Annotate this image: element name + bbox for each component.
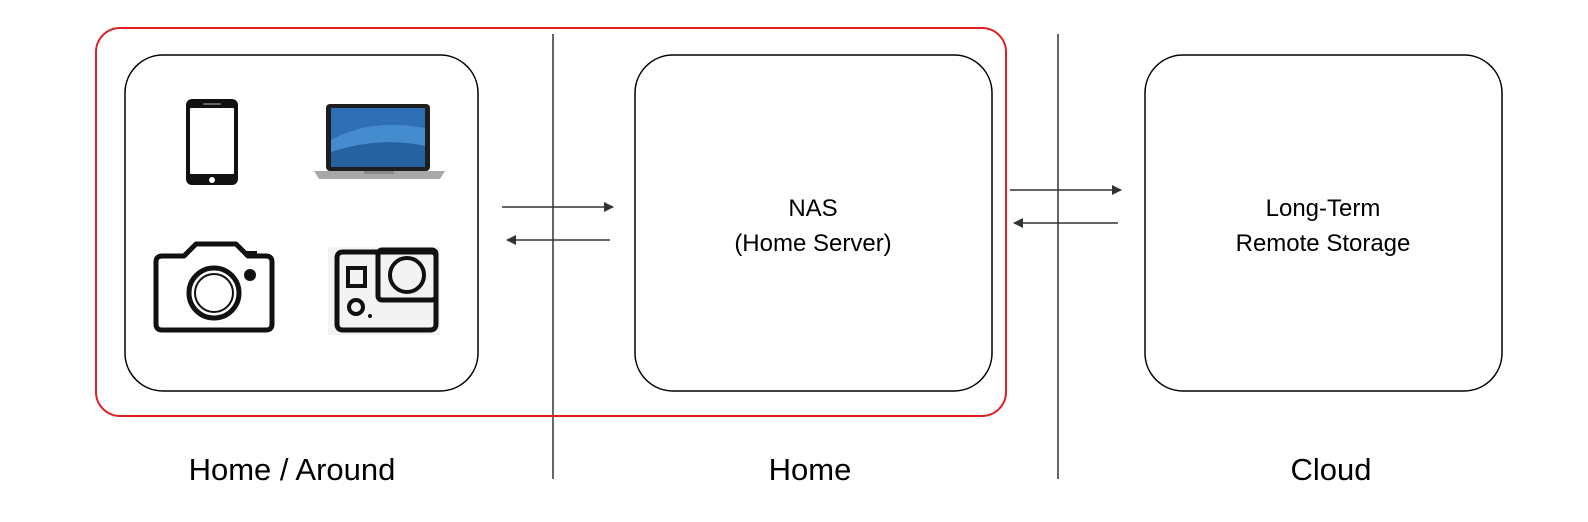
nas-box — [634, 54, 993, 392]
zone-label-home: Home — [769, 452, 852, 487]
local-group-highlight — [95, 27, 1007, 417]
remote-storage-box — [1144, 54, 1503, 392]
camera-icon — [153, 241, 275, 333]
action-camera-icon — [328, 247, 440, 335]
laptop-icon — [314, 104, 445, 179]
zone-label-cloud: Cloud — [1291, 452, 1372, 487]
nas-sublabel: (Home Server) — [734, 230, 891, 257]
remote-storage-label: Long-Term — [1266, 195, 1381, 222]
devices-box — [124, 54, 479, 392]
remote-storage-sublabel: Remote Storage — [1236, 230, 1411, 257]
smartphone-icon — [186, 99, 238, 185]
zone-label-devices: Home / Around — [189, 452, 396, 487]
nas-label: NAS — [788, 195, 837, 222]
